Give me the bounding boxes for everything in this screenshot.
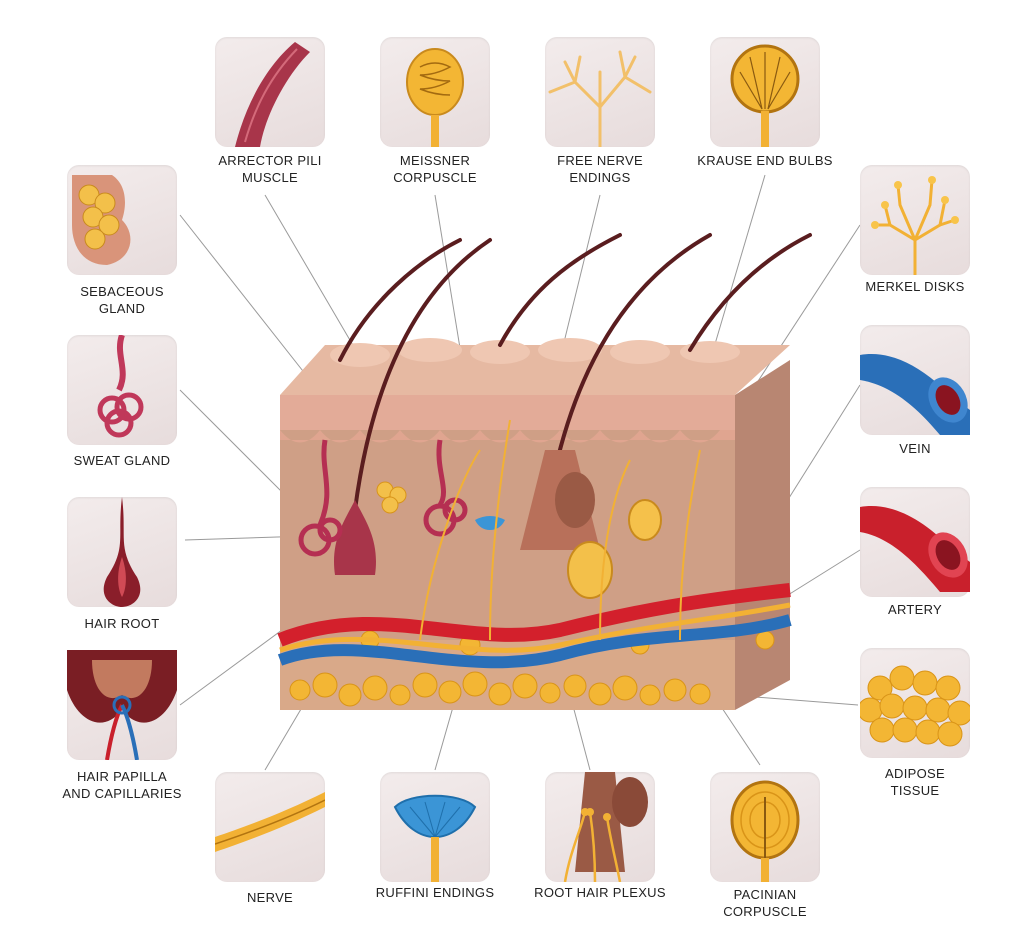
label-ruffini: RUFFINI ENDINGS	[375, 885, 495, 900]
tile-krause-end-bulbs	[710, 37, 820, 147]
tile-pacinian-corpuscle	[710, 772, 820, 882]
sebaceous-gland-cluster	[376, 481, 407, 514]
nerve-branches	[419, 419, 701, 641]
ruffini-endings-icon	[393, 794, 477, 882]
sweat-duct-2	[436, 439, 446, 507]
tile-sebaceous-gland	[67, 165, 177, 275]
hair-papilla-icon	[67, 650, 177, 760]
vein-icon	[860, 354, 970, 435]
artery-vessel	[277, 583, 791, 647]
tile-nerve	[215, 772, 325, 882]
tile-ruffini-endings	[380, 772, 490, 882]
label-hair-root: HAIR ROOT	[84, 616, 160, 631]
hair-root-icon	[103, 497, 141, 607]
sweat-duct-1	[317, 439, 330, 526]
tile-hair-papilla	[67, 650, 177, 760]
tile-adipose-tissue	[860, 648, 970, 758]
free-nerve-endings-icon	[548, 50, 652, 147]
leader-artery	[779, 549, 861, 601]
arrector-pili-icon	[235, 42, 310, 147]
tile-meissner-corpuscle	[380, 37, 490, 147]
dermal-papillae	[280, 430, 735, 443]
label-root-plexus: ROOT HAIR PLEXUS	[534, 885, 666, 900]
label-nerve: NERVE	[246, 890, 294, 905]
epidermis-layer	[280, 395, 735, 430]
sweat-gland-icon	[97, 335, 144, 438]
tile-free-nerve-endings	[545, 37, 655, 147]
tile-sweat-gland	[67, 335, 177, 445]
meissner-corpuscle-icon	[406, 48, 464, 147]
tile-merkel-disks	[860, 165, 970, 275]
pacinian-corpuscle-icon	[730, 780, 800, 882]
hair-shaft-5	[688, 233, 812, 352]
artery-icon	[860, 506, 970, 592]
hair-shaft-3	[498, 233, 622, 347]
krause-bulb-body	[628, 499, 662, 541]
sebaceous-gland-icon	[72, 175, 131, 265]
hair-shaft-2	[338, 238, 462, 362]
root-hair-plexus-icon	[563, 772, 648, 882]
skin-block	[277, 233, 812, 710]
krause-end-bulbs-icon	[730, 44, 800, 147]
block-side-face	[735, 360, 790, 710]
hair-bulb	[555, 472, 595, 528]
vein-vessel	[277, 614, 792, 669]
label-artery: ARTERY	[887, 602, 943, 617]
label-vein: VEIN	[899, 441, 931, 456]
label-sweat: SWEAT GLAND	[73, 453, 171, 468]
tile-arrector-pili-muscle	[215, 37, 325, 147]
hair-follicle	[334, 500, 376, 575]
leader-sebaceous	[179, 214, 311, 381]
tile-root-hair-plexus	[545, 772, 655, 882]
nerve-fiber	[279, 602, 791, 653]
merkel-disks-icon	[871, 176, 959, 275]
sweat-gland-coils	[298, 439, 468, 557]
nerve-icon	[215, 792, 325, 852]
fat-cells	[289, 630, 775, 707]
hair-shaft-4	[553, 233, 712, 472]
tile-artery	[860, 487, 970, 597]
adipose-tissue-icon	[860, 665, 970, 747]
tile-vein	[860, 325, 970, 435]
label-krause: KRAUSE END BULBS	[697, 153, 833, 168]
tile-hair-root	[67, 497, 177, 607]
label-merkel: MERKEL DISKS	[865, 279, 965, 294]
